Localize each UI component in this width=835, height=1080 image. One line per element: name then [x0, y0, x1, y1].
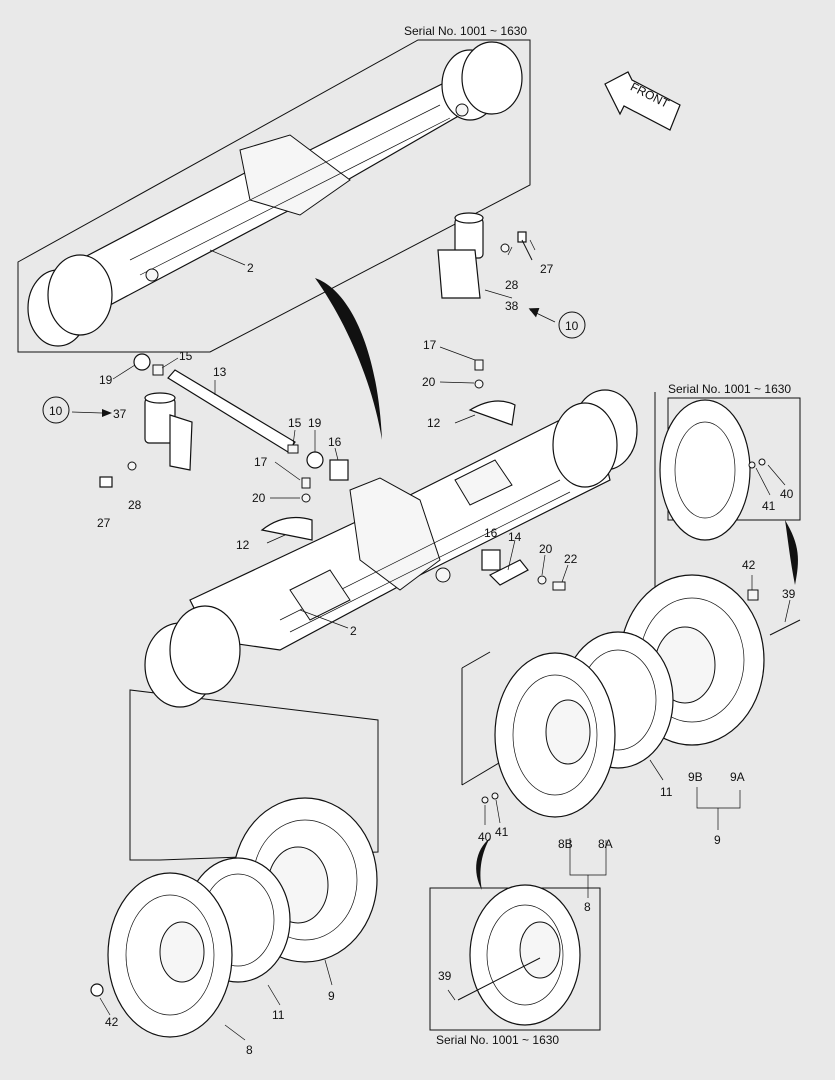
callout-8a: 8A [598, 837, 613, 851]
callout-19-mid: 19 [308, 416, 322, 430]
pointer-arrow-main [315, 278, 382, 440]
callout-40-main: 40 [478, 830, 492, 844]
callout-9a: 9A [730, 770, 745, 784]
callout-2-top: 2 [247, 261, 254, 275]
callout-15-mid: 15 [288, 416, 302, 430]
callout-20-bracket: 20 [539, 542, 553, 556]
callout-40-inset: 40 [780, 487, 794, 501]
callout-42-left: 42 [105, 1015, 119, 1029]
callout-16-right: 16 [484, 526, 498, 540]
arrowhead-10-right [528, 308, 540, 318]
top-inset-frame [17, 39, 531, 353]
callout-28-right: 28 [505, 278, 519, 292]
main-axle-assembly [144, 389, 638, 708]
callout-38: 38 [505, 299, 519, 313]
callout-28-left: 28 [128, 498, 142, 512]
top-axle-assembly [27, 41, 523, 347]
serial-bottom: Serial No. 1001 ~ 1630 [436, 1033, 559, 1047]
bottom-inset-wheel [457, 884, 581, 1026]
callout-10-right: 10 [565, 319, 579, 333]
callout-12-right: 12 [427, 416, 441, 430]
callout-8b: 8B [558, 837, 573, 851]
callout-16-left: 16 [328, 435, 342, 449]
callout-42-right: 42 [742, 558, 756, 572]
solenoid-top [437, 212, 533, 299]
callout-9b: 9B [688, 770, 703, 784]
callout-9-right: 9 [714, 833, 721, 847]
callout-20-right: 20 [422, 375, 436, 389]
callout-15-left: 15 [179, 349, 193, 363]
serial-right: Serial No. 1001 ~ 1630 [668, 382, 791, 396]
callout-14: 14 [508, 530, 522, 544]
callout-2-main: 2 [350, 624, 357, 638]
left-wheel-group [90, 797, 378, 1038]
callout-17-right: 17 [423, 338, 437, 352]
callout-37: 37 [113, 407, 127, 421]
serial-top: Serial No. 1001 ~ 1630 [404, 24, 527, 38]
small-parts [99, 353, 566, 591]
callout-22: 22 [564, 552, 578, 566]
callout-12-left: 12 [236, 538, 250, 552]
callout-41-main: 41 [495, 825, 509, 839]
callout-8-right: 8 [584, 900, 591, 914]
callout-20-left: 20 [252, 491, 266, 505]
callout-9-left: 9 [328, 989, 335, 1003]
callout-10-left: 10 [49, 404, 63, 418]
callout-17-left: 17 [254, 455, 268, 469]
callout-19-left: 19 [99, 373, 113, 387]
callout-13: 13 [213, 365, 227, 379]
callout-27-right: 27 [540, 262, 554, 276]
pointer-arrow-right [785, 520, 798, 585]
callout-39-bottom: 39 [438, 969, 452, 983]
callout-circle-10-right [558, 311, 586, 339]
callout-circle-10-left [42, 396, 70, 424]
callout-27-left: 27 [97, 516, 111, 530]
callout-39-right: 39 [782, 587, 796, 601]
pointer-arrow-bottom [476, 838, 490, 890]
arrowhead-10-left [102, 409, 112, 417]
callout-11-left: 11 [272, 1008, 285, 1022]
mid-frame-top [461, 651, 491, 669]
right-inset-wheel [659, 399, 766, 541]
right-wheel-group [481, 574, 801, 818]
callout-41-inset: 41 [762, 499, 776, 513]
callout-11-right: 11 [660, 785, 673, 799]
front-arrow: FRONT [604, 71, 681, 131]
callout-8-left: 8 [246, 1043, 253, 1057]
